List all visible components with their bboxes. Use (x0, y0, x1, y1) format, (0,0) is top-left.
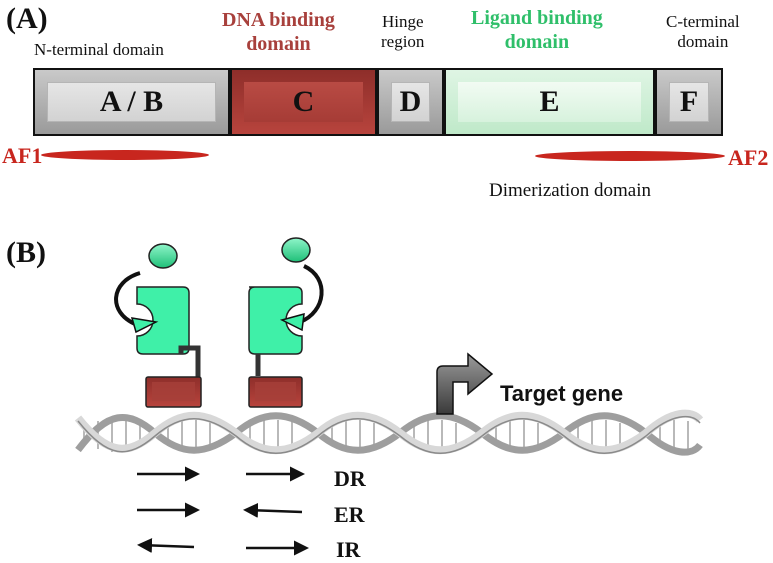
domain-f-label: F (679, 85, 699, 118)
dna-binding-title-line1: DNA binding (222, 9, 335, 31)
lbd-right (248, 286, 303, 355)
receptor-left (114, 243, 202, 408)
panel-a-letter: (A) (6, 2, 48, 35)
c-terminal-title-line1: C-terminal (666, 12, 740, 31)
n-terminal-title: N-terminal domain (34, 40, 164, 59)
transcription-arrow (436, 352, 494, 415)
ligand-right (281, 237, 311, 263)
af1-label: AF1 (2, 143, 43, 168)
af2-ellipse (535, 151, 725, 161)
curved-arrow-right (299, 264, 324, 324)
hinge-title-line1: Hinge (381, 12, 424, 31)
panel-b-letter: (B) (6, 236, 46, 269)
lbd-left (136, 286, 190, 355)
c-terminal-title-line2: domain (677, 32, 729, 51)
dna-helix (74, 409, 704, 456)
hinge-title: Hinge region (381, 12, 424, 52)
repeat-ir-label: IR (336, 537, 361, 562)
ligand-binding-title-line2: domain (504, 31, 570, 53)
domain-c-box: C (230, 68, 377, 136)
dna-binding-title-line2: domain (246, 33, 311, 55)
dna-binding-title: DNA binding domain (222, 8, 335, 56)
ligand-binding-title: Ligand binding domain (471, 6, 603, 54)
domain-d-label: D (399, 85, 422, 118)
target-gene-label: Target gene (500, 381, 624, 406)
repeat-dr-label: DR (334, 466, 366, 491)
repeat-arrows (137, 466, 309, 556)
er-arrow-right (243, 502, 303, 518)
ligand-binding-title-line1: Ligand binding (471, 7, 603, 29)
domain-c-label: C (292, 85, 315, 118)
repeat-er-label: ER (334, 502, 365, 527)
domain-e-label: E (539, 85, 560, 118)
domain-f-box: F (655, 68, 723, 136)
curved-arrow-left (114, 271, 141, 326)
hinge-title-line2: region (381, 32, 425, 51)
domain-ab-label: A / B (99, 85, 164, 118)
ligand-left (148, 243, 178, 269)
domain-e-box: E (444, 68, 655, 136)
af1-ellipse (41, 150, 209, 160)
receptor-right (248, 237, 324, 408)
ir-arrow-left (137, 537, 195, 553)
c-terminal-title: C-terminal domain (666, 12, 740, 52)
domain-ab-box: A / B (33, 68, 230, 136)
domain-d-box: D (377, 68, 444, 136)
dimerization-label: Dimerization domain (489, 180, 651, 201)
dna-strand-front (74, 409, 704, 455)
hinge-left (178, 345, 201, 380)
af-ellipses (41, 150, 725, 161)
af2-label: AF2 (728, 145, 769, 170)
